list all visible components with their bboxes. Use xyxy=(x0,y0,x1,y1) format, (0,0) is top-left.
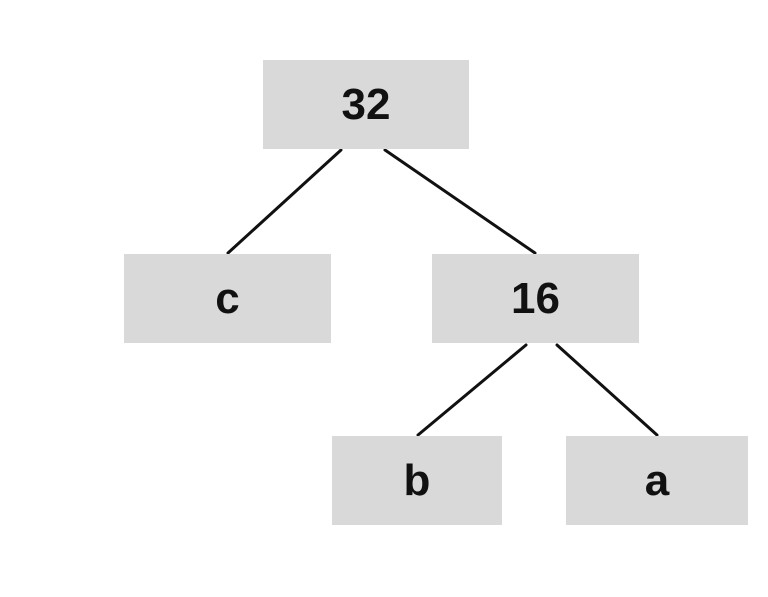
edge-16-to-a xyxy=(555,343,659,437)
node-leaf-a: a xyxy=(566,436,748,525)
node-leaf-b: b xyxy=(332,436,502,525)
node-internal-16: 16 xyxy=(432,254,639,343)
edge-16-to-b xyxy=(416,343,528,437)
edge-32-to-c xyxy=(226,148,343,255)
edge-32-to-16 xyxy=(383,148,537,255)
node-leaf-c: c xyxy=(124,254,331,343)
node-root-32: 32 xyxy=(263,60,469,149)
